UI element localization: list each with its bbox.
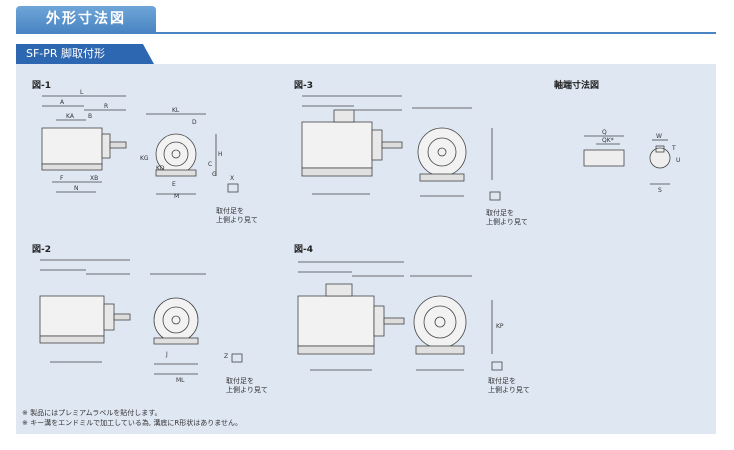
mount-note-fig4-line2: 上側より見て [488,386,530,394]
mount-note-fig3-line1: 取付足を [486,209,514,217]
dim-label: F [60,175,64,182]
figure-2-side-view [39,259,131,363]
figure-3-front-view [412,107,501,201]
dim-label: W [656,133,662,140]
dim-label: T [671,145,676,152]
mount-note-fig2-line2: 上側より見て [226,386,268,394]
shaft-end-view [583,135,671,185]
title-underline [16,32,716,34]
dim-label: A [60,99,65,106]
figure-4-side-view [297,261,405,371]
figure-1-front-view [146,113,239,195]
shaft-end-label: 軸端寸法図 [554,81,600,91]
dim-label: M [174,193,179,200]
dim-label: R [104,103,108,110]
figure-1-side-view [41,95,127,193]
mount-note-fig1-line2: 上側より見て [216,216,258,224]
dim-label: KP [496,323,504,330]
dim-label: X [230,175,234,182]
figure-2-front-view [150,273,243,375]
dim-label: J [165,351,168,358]
dim-label: Z [224,353,228,360]
footnote-1: ※ 製品にはプレミアムラベルを貼付します。 [22,409,162,417]
section-title: SF-PR 脚取付形 [16,44,154,64]
dim-label: QK* [602,137,614,144]
dim-label: ML [176,377,185,384]
dim-label: G [212,171,217,178]
dim-label: D [192,119,197,126]
dim-label: KG [140,155,149,162]
dim-label: H [218,151,223,158]
dim-label: KL [172,107,180,114]
dim-label: N [74,185,79,192]
footnote-2: ※ キー溝をエンドミルで加工している為, 溝底にR形状はありません。 [22,419,242,427]
drawings-svg: L A R KA B KL D F N XB E M KG KD H C G X… [39,89,680,384]
mount-note-fig4-line1: 取付足を [488,377,516,385]
figure-2-label: 図-2 [32,245,51,255]
page-title: 外形寸法図 [16,6,156,32]
dim-label: Q [602,129,607,136]
figure-1-label: 図-1 [32,81,51,91]
dim-label: KA [66,113,75,120]
dim-label: E [172,181,176,188]
figure-3-label: 図-3 [294,81,313,91]
figure-4-front-view [410,275,503,371]
dim-label: XB [90,175,98,182]
dim-label: B [88,113,92,120]
figure-4-label: 図-4 [294,245,313,255]
dim-label: L [80,89,84,96]
dim-label: KD [156,165,165,172]
figure-3-side-view [301,95,403,195]
mount-note-fig2-line1: 取付足を [226,377,254,385]
mount-note-fig1-line1: 取付足を [216,207,244,215]
mount-note-fig3-line2: 上側より見て [486,218,528,226]
dim-label: C [208,161,212,168]
dim-label: U [676,157,680,164]
dim-label: S [658,187,662,194]
drawing-panel: 図-1 図-2 図-3 図-4 軸端寸法図 [16,64,716,434]
